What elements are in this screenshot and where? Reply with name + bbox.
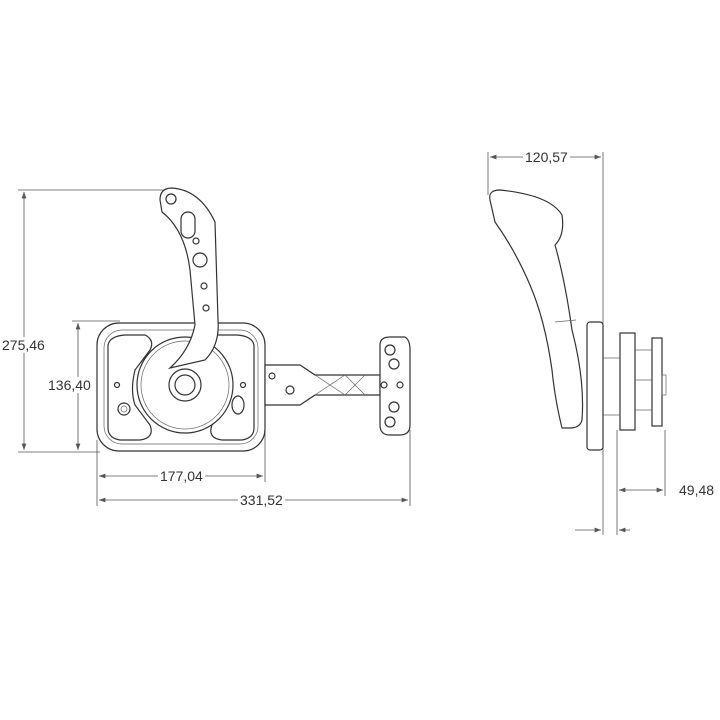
side-view-lever <box>489 189 667 451</box>
mounting-arm <box>264 336 411 436</box>
dim-label-overall-width: 331,52 <box>238 492 285 508</box>
dim-label-overall-height: 275,46 <box>0 337 47 353</box>
control-plate <box>96 322 266 452</box>
control-lever <box>159 187 219 370</box>
dim-label-plate-height: 136,40 <box>46 377 93 393</box>
dim-label-plate-width: 177,04 <box>158 468 205 484</box>
dim-label-mount-depth: 49,48 <box>677 482 717 498</box>
dim-label-side-depth: 120,57 <box>523 149 570 165</box>
